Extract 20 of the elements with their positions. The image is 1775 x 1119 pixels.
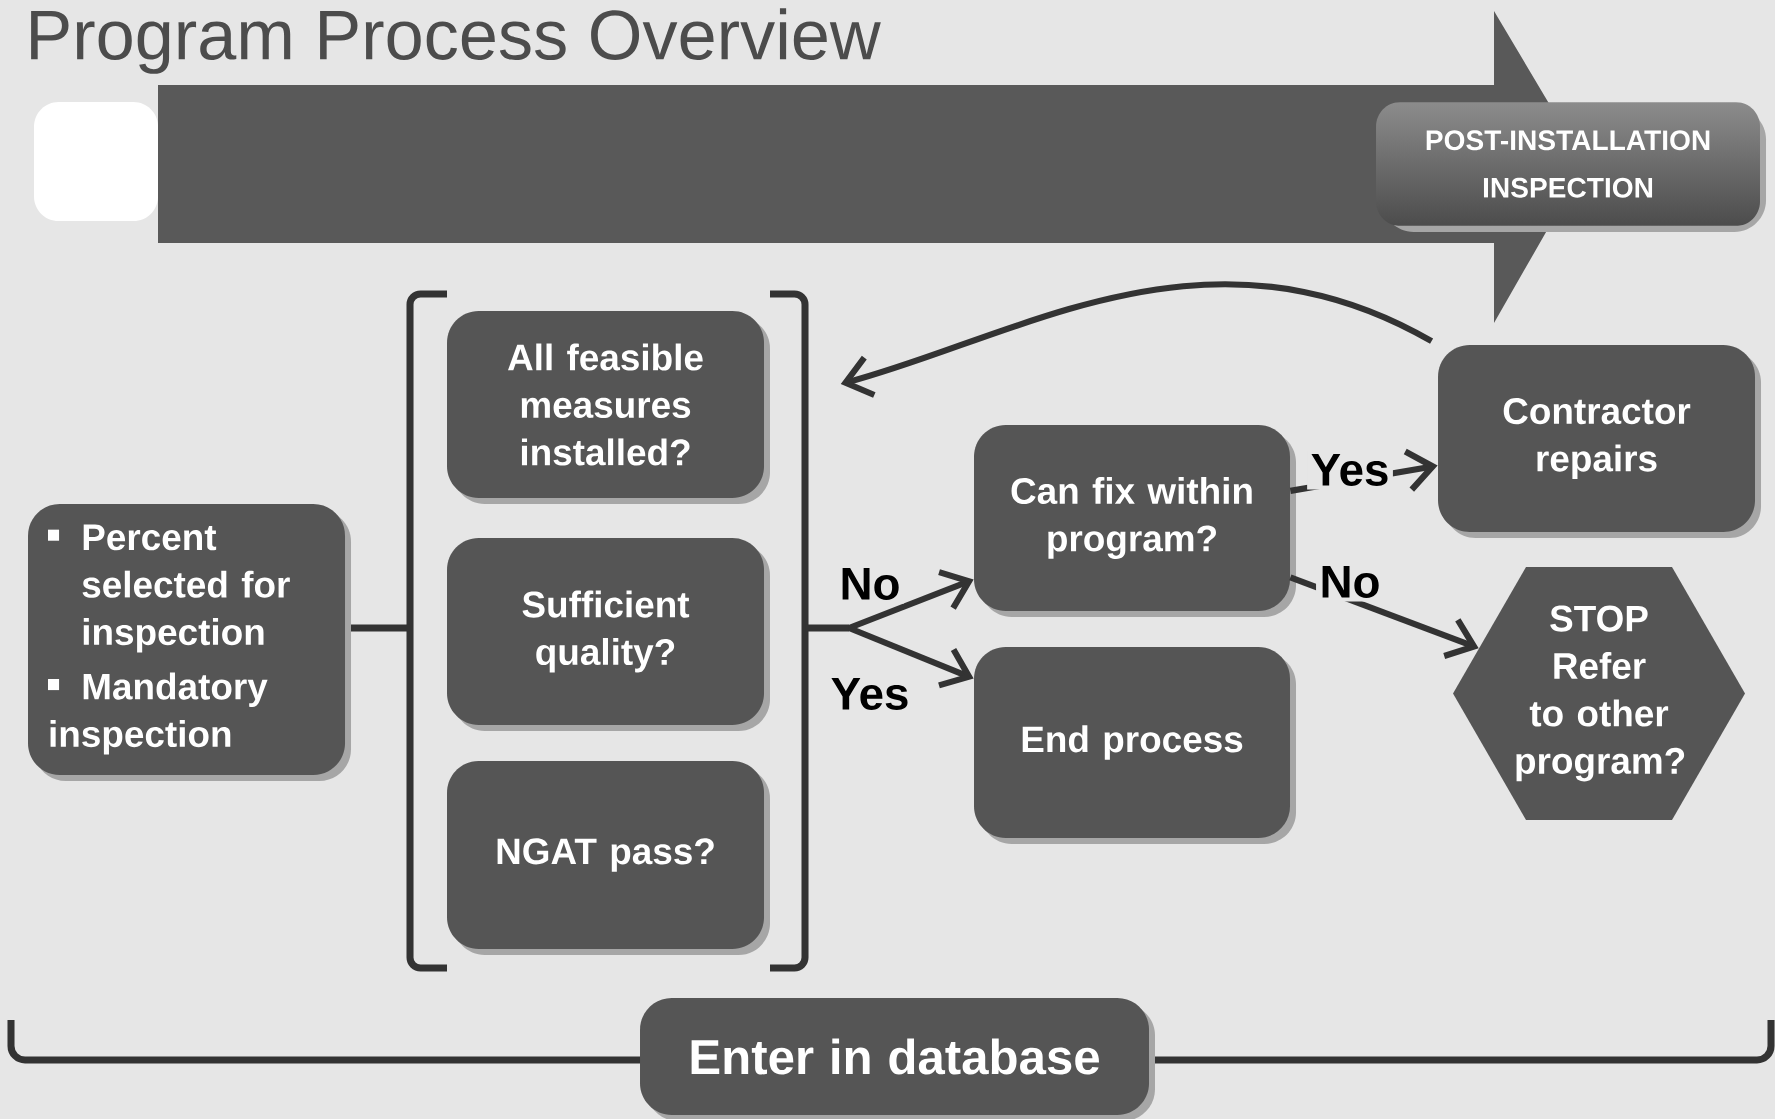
question-box: NGAT pass? bbox=[447, 761, 770, 955]
edge-label: Yes bbox=[827, 674, 913, 714]
title: Program Process Overview bbox=[31, 8, 881, 74]
criteria-box: Percent selected for inspection Mandatory inspection bbox=[28, 504, 351, 781]
question-box: Sufficient quality? bbox=[447, 538, 770, 731]
question-box: All feasible measures installed? bbox=[447, 311, 770, 504]
arrow bbox=[847, 569, 974, 631]
arrow bbox=[847, 625, 974, 689]
edge-label: No bbox=[1316, 562, 1384, 602]
edge-label: Yes bbox=[1307, 450, 1393, 490]
stage-box: POST-INSTALLATION INSPECTION bbox=[1376, 102, 1766, 232]
arrow bbox=[840, 281, 1433, 398]
decision-box: Can fix within program? bbox=[974, 425, 1296, 617]
arrow bbox=[1289, 574, 1479, 659]
empty-box bbox=[34, 102, 158, 221]
edge-label: No bbox=[836, 564, 904, 604]
stop-hexagon: STOP Refer to other program? bbox=[1453, 567, 1745, 820]
process-box: Contractor repairs bbox=[1438, 345, 1761, 538]
end-box: End process bbox=[974, 647, 1296, 844]
database-box: Enter in database bbox=[640, 998, 1155, 1119]
